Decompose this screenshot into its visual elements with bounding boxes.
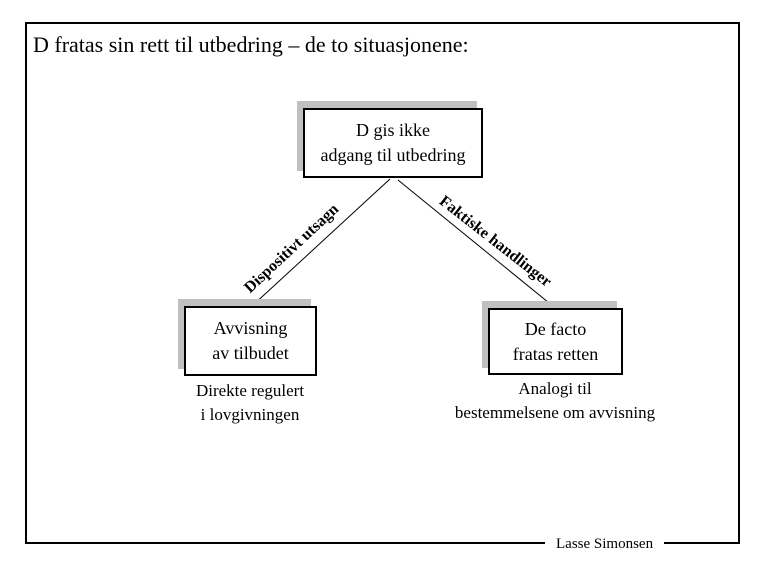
slide-title: D fratas sin rett til utbedring – de to … xyxy=(33,32,469,57)
right-note-line1: Analogi til xyxy=(518,379,592,398)
left-box: Avvisning av tilbudet xyxy=(184,306,317,376)
author-credit: Lasse Simonsen xyxy=(545,535,665,553)
root-box: D gis ikke adgang til utbedring xyxy=(303,108,483,178)
root-box-line2: adgang til utbedring xyxy=(320,145,466,165)
right-box: De facto fratas retten xyxy=(488,308,623,375)
right-box-line2: fratas retten xyxy=(512,343,599,364)
right-note-line2: bestemmelsene om avvisning xyxy=(454,403,656,422)
left-note: Direkte regulert i lovgivningen xyxy=(160,379,340,427)
left-note-line2: i lovgivningen xyxy=(200,405,300,424)
right-note: Analogi til bestemmelsene om avvisning xyxy=(435,377,675,425)
root-box-line1: D gis ikke xyxy=(356,120,430,140)
left-note-line1: Direkte regulert xyxy=(195,381,305,400)
left-box-line1: Avvisning xyxy=(213,318,288,338)
slide-border-frame xyxy=(25,22,740,544)
left-box-line2: av tilbudet xyxy=(212,343,289,363)
right-box-line1: De facto xyxy=(524,318,587,339)
